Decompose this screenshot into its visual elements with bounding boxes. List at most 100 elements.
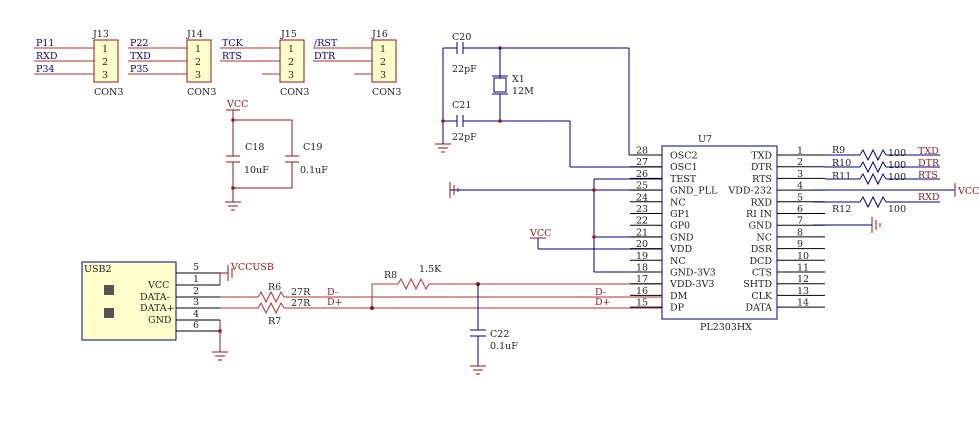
ic-left-pin-name: TEST [670,174,697,185]
ic-right-pin-num: 14 [797,298,809,309]
j16-type: CON3 [372,87,401,98]
usb-label-vcc: VCC [147,280,169,291]
ic-left-pin-name: GND [670,232,694,243]
crystal-ref: X1 [512,74,525,85]
j13-pin2: 2 [102,57,108,68]
ic-left-pin-num: 15 [636,298,648,309]
ic-left-pin-num: 20 [636,239,648,250]
ic-right-pin-name: RXD [750,197,772,208]
j13-net2: RXD [36,51,58,62]
net-txd: TXD [918,146,939,157]
ic-right-pin-num: 12 [797,274,809,285]
ic-left-pin-num: 24 [636,192,648,203]
decoupling-c18-c19: VCC C18 10uF C19 0.1uF [225,99,328,211]
j14-pin1: 1 [195,44,201,55]
ic-right-pin-num: 8 [797,227,803,238]
ic-left-pin-num: 28 [636,146,648,157]
j16-pin2: 2 [380,57,386,68]
usb-ref: USB2 [84,264,112,275]
r8-ref: R8 [384,270,397,281]
usb-pad-2 [104,308,114,318]
j14-net3: P35 [130,64,148,75]
ic-right-pin-num: 3 [797,169,803,180]
ic-left-pin-num: 26 [636,169,648,180]
usb-pin5: 5 [193,262,199,273]
r8-value: 1.5K [419,264,442,275]
d-plus-label-right: D+ [595,297,611,308]
j13-net3: P34 [36,64,54,75]
net-dtr: DTR [918,158,940,169]
connector-j15: J15 1 2 3 CON3 TCK RTS [220,29,309,98]
ic-right-wiring: R9 100 TXD R10 100 DTR R11 100 RTS VCC R… [813,145,979,233]
j14-type: CON3 [187,87,216,98]
ic-left-pin-name: NC [670,256,686,267]
j15-body [279,39,305,83]
vcc-label-ic: VCC [529,228,551,239]
ic-right-pin-name: DCD [749,256,772,267]
ic-right-pin-name: DATA [745,303,772,314]
c20-ref: C20 [452,32,471,43]
ic-left-pin-name: GND-3V3 [670,268,716,279]
ic-right-pin-name: RI IN [746,209,772,220]
d-minus-label-right: D- [595,287,606,298]
d-plus-label-left: D+ [327,297,343,308]
ic-left-pin-num: 21 [636,227,648,238]
j15-ref: J15 [280,29,297,40]
ic-right-pin-num: 10 [797,251,809,262]
j14-pin3: 3 [195,70,201,81]
connector-j14: J14 1 2 3 CON3 P22 TXD P35 [128,29,216,98]
ic-right-pin-num: 2 [797,157,803,168]
usb-label-data-plus: DATA+ [140,303,175,314]
j13-pin1: 1 [102,44,108,55]
j15-type: CON3 [280,87,309,98]
ic-left-pin-name: VDD-3V3 [669,279,714,290]
ic-left-pin-num: 25 [636,181,648,192]
ic-right-pin-name: DTR [751,162,773,173]
ic-left-pin-num: 27 [636,157,648,168]
ic-right-pin-name: VDD-232 [727,186,772,197]
r11-value: 100 [888,172,906,183]
r12-ref: R12 [832,204,851,215]
ic-left-pin-num: 17 [636,274,648,285]
j15-pin1: 1 [288,44,294,55]
j15-pin2: 2 [288,57,294,68]
ic-right-pin-name: SHTD [743,279,772,290]
usb-label-data-minus: DATA- [140,292,170,303]
usb-label-gnd: GND [148,315,172,326]
j15-net1: TCK [222,38,244,49]
ic-right-pin-num: 13 [797,286,809,297]
ic-right-pin-name: RTS [752,174,772,185]
c20-value: 22pF [452,64,477,75]
ic-part: PL2303HX [700,322,752,333]
j13-type: CON3 [94,87,123,98]
ic-body [661,145,778,320]
usb-pin6: 6 [193,320,199,331]
vcc-label-top: VCC [226,99,248,110]
r12-value: 100 [888,204,906,215]
ic-right-pin-name: GND [748,221,772,232]
j15-pin3: 3 [288,70,294,81]
ic-right-pin-name: CTS [752,268,772,279]
j16-net1: /RST [314,38,338,49]
ic-left-pin-num: 23 [636,204,648,215]
c18-ref: C18 [245,142,264,153]
r10-value: 100 [888,160,906,171]
j15-net2: RTS [222,51,242,62]
crystal-value: 12M [512,86,534,97]
j14-ref: J14 [186,29,203,40]
ic-right-pin-num: 11 [797,263,809,274]
d-minus-label-left: D- [327,287,338,298]
ic-left-pin-name: DM [670,291,688,302]
r11-ref: R11 [832,171,851,182]
c21-ref: C21 [452,100,471,111]
net-rxd: RXD [918,192,940,203]
ic-left-pin-num: 18 [636,263,648,274]
usb-data-lines: R6 27R R7 27R D- D+ D- D+ R8 1.5K C22 0.… [220,264,662,375]
ic-right-pin-name: NC [756,232,772,243]
usb-connector: USB2 VCC DATA- DATA+ GND 5 1 2 3 4 6 VCC… [81,261,274,361]
r6-value: 27R [291,287,311,298]
connector-j16: J16 1 2 3 CON3 /RST DTR [313,29,401,98]
j13-pin3: 3 [102,70,108,81]
